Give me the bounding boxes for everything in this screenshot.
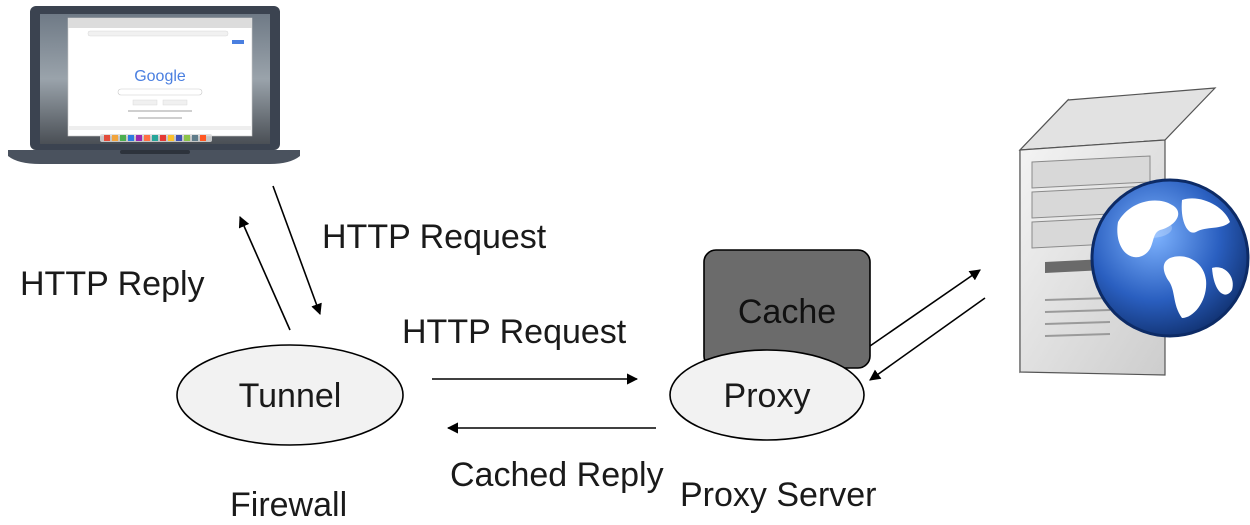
- proxy-node: [669, 349, 865, 441]
- label-proxy-server: Proxy Server: [680, 476, 877, 514]
- label-cached-reply: Cached Reply: [450, 456, 664, 494]
- proxy-label: Proxy: [724, 377, 811, 415]
- arrow-server-to-proxy: [869, 297, 986, 381]
- laptop-icon: Google: [8, 6, 300, 164]
- arrow-reply-to-laptop: [238, 215, 291, 331]
- globe-icon: [1090, 178, 1250, 338]
- arrow-request-to-tunnel: [272, 185, 322, 316]
- arrow-proxy-to-server: [869, 269, 981, 347]
- label-firewall: Firewall: [230, 486, 347, 524]
- google-logo: Google: [134, 68, 186, 85]
- browser-window: Google: [67, 17, 253, 137]
- tunnel-label: Tunnel: [239, 377, 342, 415]
- dock-bar: [100, 134, 212, 142]
- label-http-request-top: HTTP Request: [322, 218, 547, 256]
- label-http-request-mid: HTTP Request: [402, 313, 627, 351]
- label-http-reply: HTTP Reply: [20, 265, 205, 303]
- cache-label: Cache: [738, 293, 836, 331]
- tunnel-node: [176, 344, 404, 446]
